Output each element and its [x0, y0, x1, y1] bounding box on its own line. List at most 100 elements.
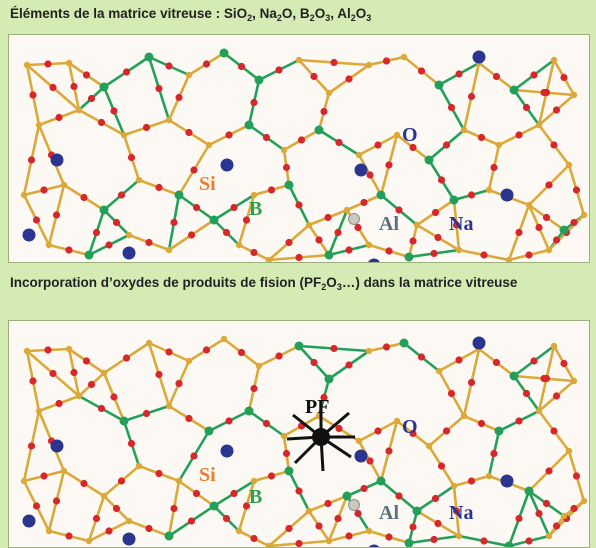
oxygen-atom: [315, 236, 323, 244]
oxygen-atom: [382, 343, 391, 351]
silicon-atom: [23, 347, 31, 355]
oxygen-atom: [354, 509, 362, 518]
sodium-atom: [500, 474, 514, 488]
aluminium-atom: [348, 213, 360, 225]
label-na: Na: [449, 502, 473, 524]
silicon-atom: [250, 191, 258, 199]
silicon-atom: [45, 241, 53, 249]
label-o: O: [402, 416, 418, 438]
silicon-atom: [23, 61, 31, 69]
oxygen-atom: [535, 509, 543, 518]
silicon-atom: [135, 176, 143, 184]
oxygen-atom: [92, 228, 101, 237]
oxygen-atom: [310, 358, 318, 367]
oxygen-atom: [110, 107, 118, 115]
oxygen-atom: [32, 216, 41, 224]
silicon-atom: [280, 432, 288, 440]
oxygen-atom: [550, 141, 558, 149]
boron-atom: [144, 52, 154, 62]
oxygen-atom: [360, 484, 368, 493]
oxygen-atom: [49, 369, 57, 378]
sodium-atom: [354, 449, 368, 463]
boron-atom: [254, 75, 264, 85]
boron-atom: [434, 80, 444, 90]
silicon-atom: [565, 447, 573, 455]
oxygen-atom: [570, 218, 578, 227]
sodium-atom: [220, 158, 234, 172]
silicon-atom: [400, 53, 408, 61]
oxygen-atom: [70, 82, 78, 91]
silicon-atom: [413, 221, 421, 229]
silicon-atom: [125, 231, 133, 239]
boron-atom: [119, 416, 129, 426]
label-b: B: [249, 486, 262, 508]
silicon-atom: [580, 211, 588, 219]
silicon-atom: [145, 339, 153, 347]
oxygen-atom: [202, 346, 211, 354]
silicon-atom: [393, 131, 401, 139]
oxygen-atom: [467, 191, 476, 199]
oxygen-atom: [250, 248, 258, 257]
oxygen-atom: [165, 348, 173, 356]
oxygen-atom: [32, 502, 41, 510]
oxygen-atom: [250, 384, 258, 393]
oxygen-atom: [225, 417, 233, 425]
sodium-atom: [472, 336, 486, 350]
silicon-atom: [205, 141, 213, 149]
oxygen-atom: [310, 72, 318, 81]
oxygen-atom: [345, 361, 353, 369]
silicon-atom: [355, 151, 363, 159]
oxygen-atom: [552, 236, 561, 244]
oxygen-atom: [530, 357, 538, 365]
silicon-atom: [305, 507, 313, 515]
oxygen-atom: [52, 211, 61, 219]
oxygen-atom: [515, 228, 523, 237]
oxygen-atom: [395, 206, 403, 214]
oxygen-atom: [560, 73, 568, 82]
boron-atom: [219, 48, 229, 58]
silicon-atom: [220, 335, 228, 343]
oxygen-atom: [437, 462, 446, 470]
boron-atom: [449, 195, 459, 205]
oxygen-atom: [170, 218, 178, 227]
panel2-caption: Incorporation d’oxydes de produits de fi…: [10, 275, 518, 292]
oxygen-atom: [285, 524, 293, 533]
boron-atom: [509, 85, 519, 95]
boron-atom: [504, 541, 514, 547]
silicon-atom: [135, 462, 143, 470]
oxygen-atom: [430, 249, 438, 258]
silicon-atom: [45, 527, 53, 535]
oxygen-atom: [155, 84, 163, 93]
silicon-atom: [570, 377, 578, 385]
silicon-atom: [425, 442, 433, 450]
oxygen-atom: [374, 427, 382, 435]
oxygen-atom: [70, 368, 78, 377]
oxygen-atom: [92, 514, 101, 523]
silicon-atom: [125, 517, 133, 525]
oxygen-atom: [187, 517, 196, 525]
oxygen-atom: [490, 449, 498, 458]
boron-atom: [404, 538, 414, 547]
oxygen-atom: [455, 356, 463, 364]
silicon-atom: [560, 512, 568, 520]
silicon-atom: [280, 146, 288, 154]
oxygen-atom: [366, 457, 374, 465]
oxygen-atom: [295, 201, 303, 209]
oxygen-atom: [29, 377, 37, 385]
silicon-atom: [235, 527, 243, 535]
label-na: Na: [449, 213, 473, 235]
oxygen-atom: [542, 499, 551, 508]
silicon-atom: [525, 201, 533, 209]
oxygen-atom: [335, 138, 343, 147]
silicon-atom: [75, 392, 83, 400]
boron-atom: [376, 190, 386, 200]
silicon-atom: [185, 357, 193, 365]
oxygen-atom: [480, 537, 488, 545]
oxygen-atom: [434, 519, 442, 528]
silicon-atom: [535, 407, 543, 415]
boron-atom: [424, 155, 434, 165]
oxygen-atom: [110, 393, 118, 401]
oxygen-atom: [535, 223, 543, 232]
boron-atom: [204, 426, 214, 436]
